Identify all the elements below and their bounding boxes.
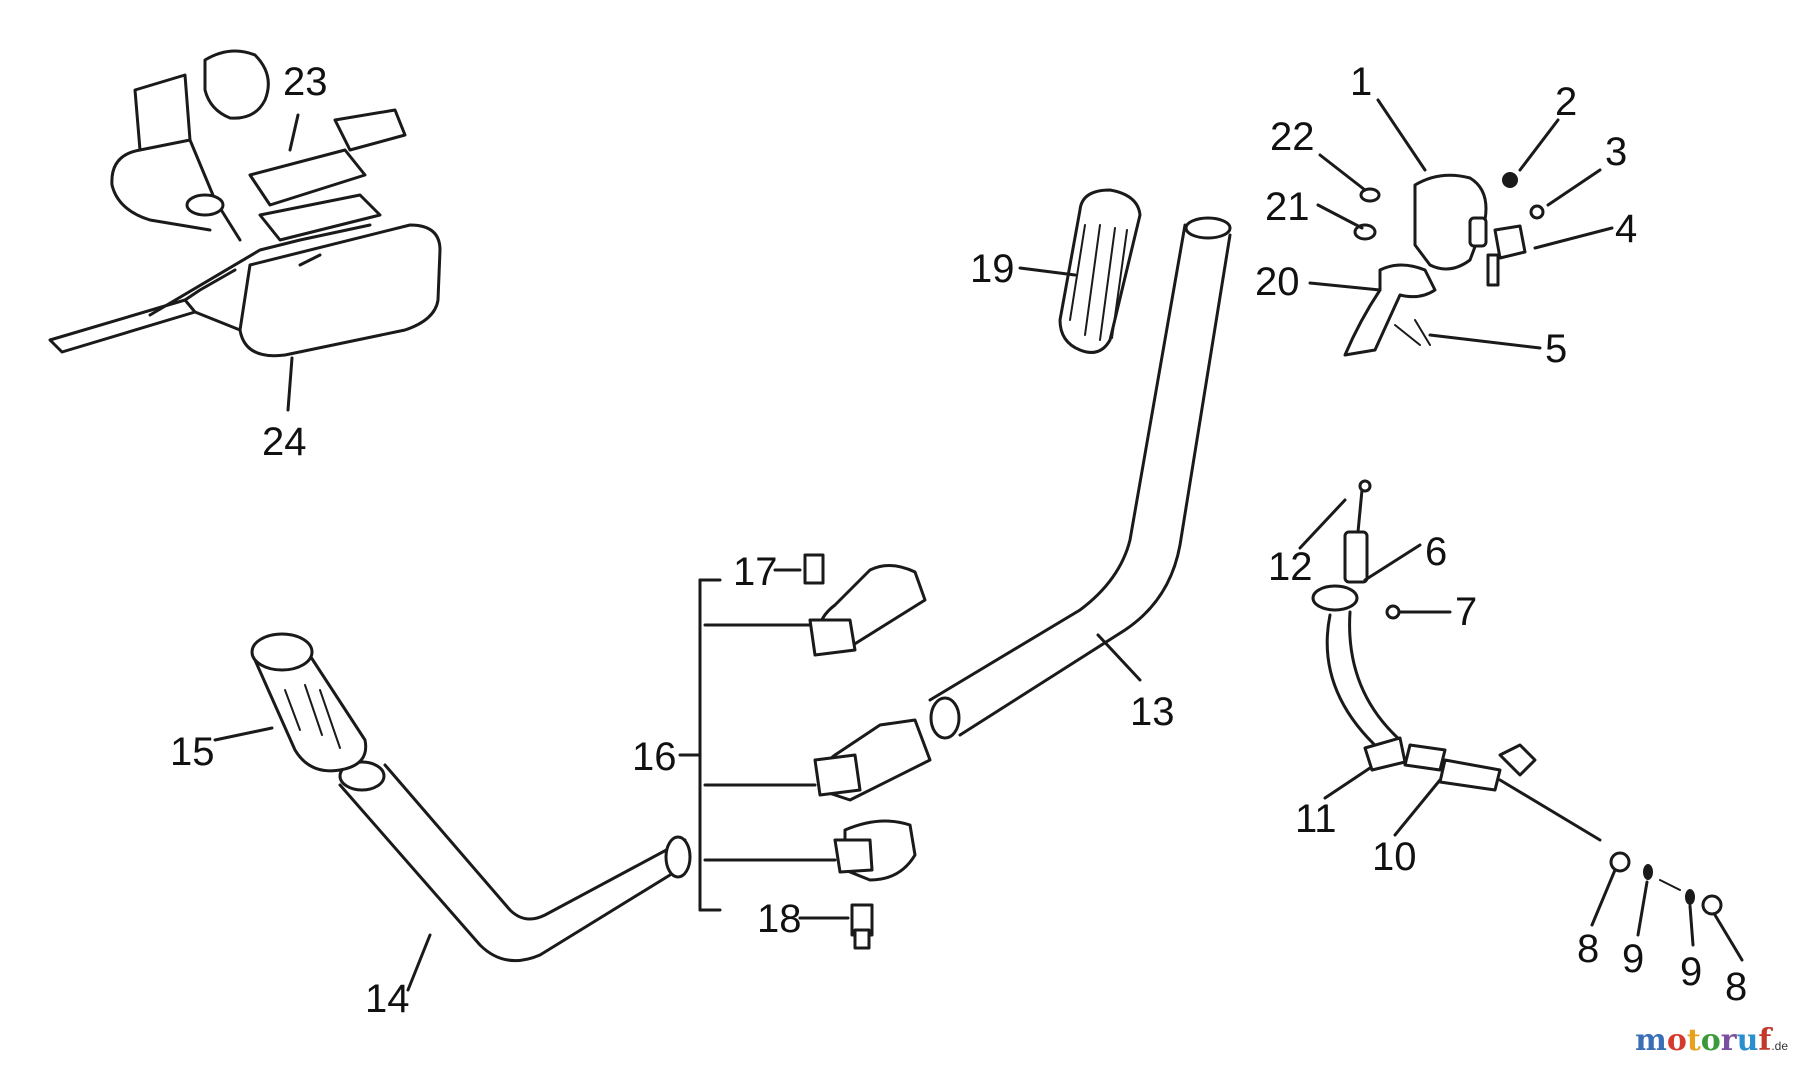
part-label-16: 16	[632, 735, 677, 779]
part-label-9a: 9	[1622, 937, 1644, 981]
part-label-7: 7	[1455, 590, 1477, 634]
part-label-21: 21	[1265, 185, 1310, 229]
leader-lines	[213, 98, 1744, 992]
handlebar-13-drawing	[928, 216, 1232, 740]
motoruf-watermark: motoruf.de	[1635, 1023, 1788, 1058]
grip-15-drawing	[250, 632, 368, 773]
part-label-15: 15	[170, 730, 215, 774]
part-label-1: 1	[1350, 60, 1372, 104]
part-label-20: 20	[1255, 260, 1300, 304]
part-label-19: 19	[970, 247, 1015, 291]
part-label-13: 13	[1130, 690, 1175, 734]
throttle-control-drawing	[1343, 172, 1545, 357]
part-label-18: 18	[757, 897, 802, 941]
part-label-6: 6	[1425, 530, 1447, 574]
part-label-10: 10	[1372, 835, 1417, 879]
grip-19-drawing	[1058, 188, 1142, 354]
part-label-11: 11	[1295, 797, 1337, 841]
clamp-16-drawing	[678, 553, 932, 950]
part-label-23: 23	[283, 60, 328, 104]
part-label-14: 14	[365, 977, 410, 1021]
part-label-12: 12	[1268, 545, 1313, 589]
part-labels: 1 2 3 4 5 6 7 8 9 9 8 10 11 12 13 14 15 …	[170, 60, 1747, 1021]
handlebar-14-drawing	[338, 760, 692, 963]
part-label-4: 4	[1615, 207, 1637, 251]
part-label-17: 17	[733, 550, 778, 594]
part-label-3: 3	[1605, 130, 1627, 174]
harness-drawing	[48, 49, 442, 358]
part-label-2: 2	[1555, 80, 1577, 124]
part-label-5: 5	[1545, 327, 1567, 371]
part-label-8a: 8	[1577, 927, 1599, 971]
part-label-8b: 8	[1725, 965, 1747, 1009]
cable-assembly-drawing	[1311, 479, 1723, 916]
part-label-9b: 9	[1680, 950, 1702, 994]
part-label-22: 22	[1270, 115, 1315, 159]
watermark-text: motoruf	[1635, 1023, 1772, 1058]
watermark-suffix: .de	[1771, 1039, 1788, 1053]
part-label-24: 24	[262, 420, 307, 464]
